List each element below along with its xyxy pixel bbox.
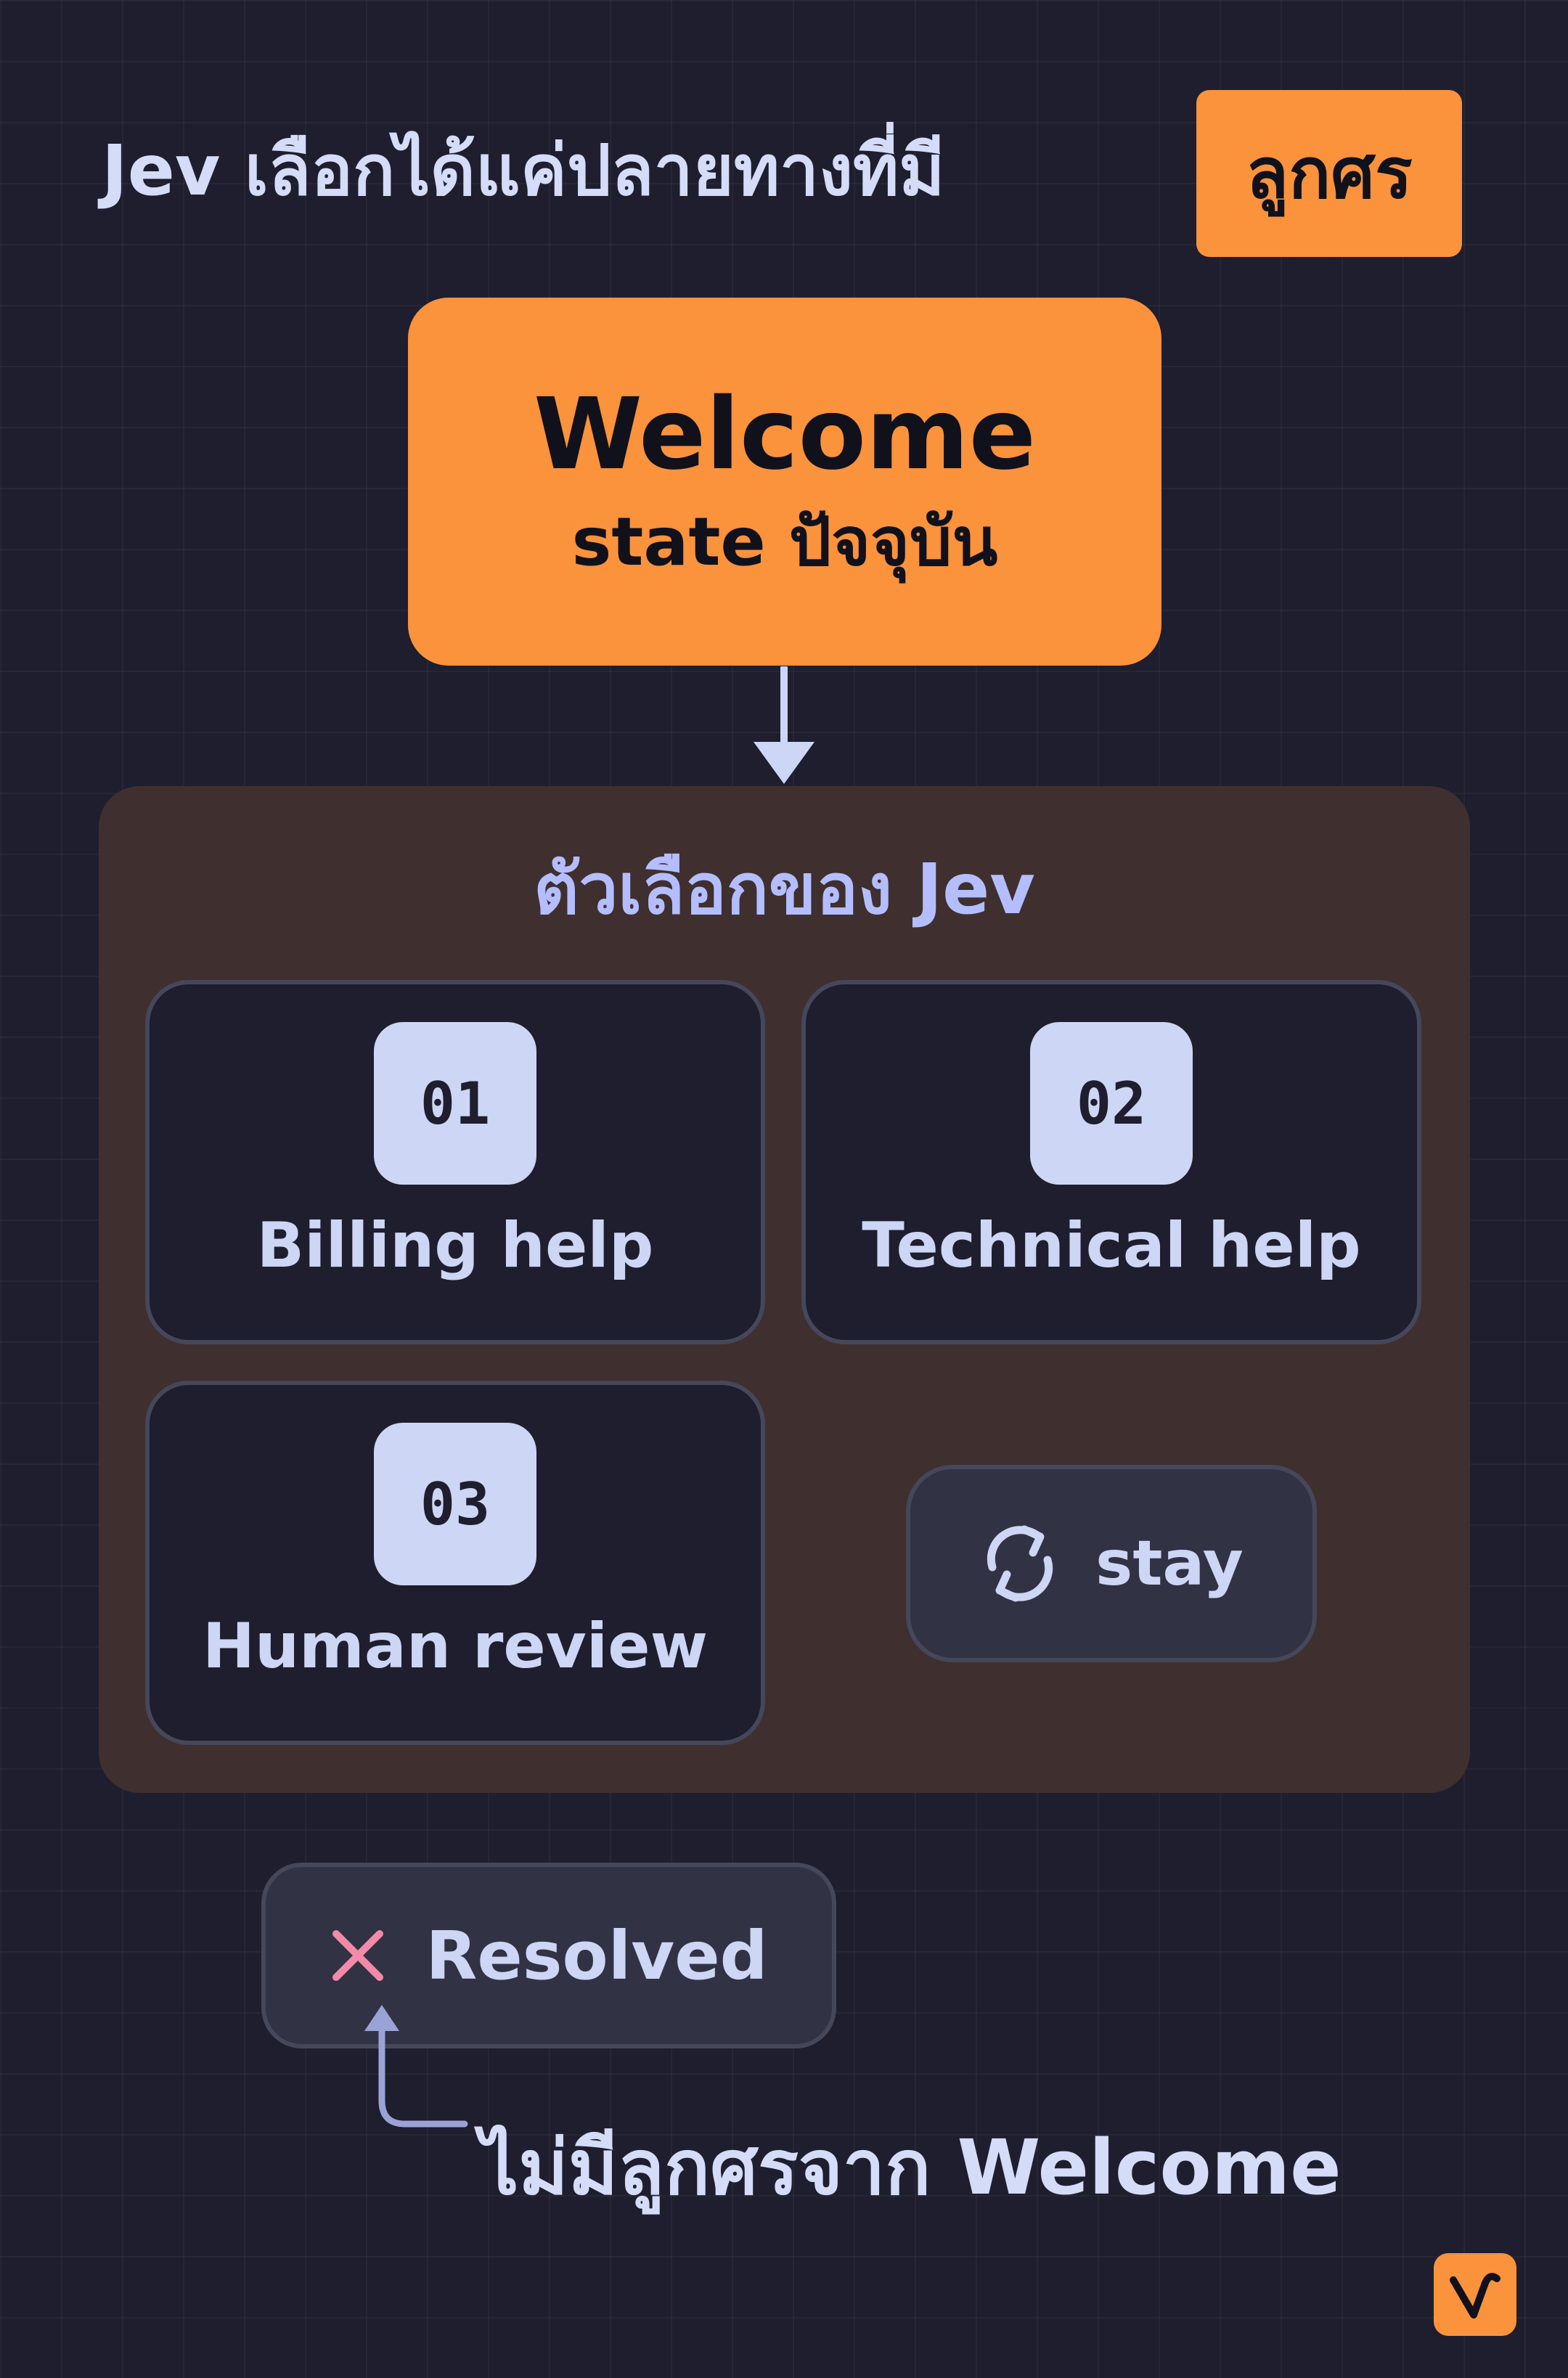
option-label: Technical help <box>862 1209 1361 1282</box>
option-number-badge: 01 <box>374 1022 536 1185</box>
state-caption: state ปัจจุบัน <box>571 502 998 581</box>
option-card-technical[interactable]: 02 Technical help <box>801 980 1421 1344</box>
down-arrow-icon <box>754 666 814 784</box>
close-icon <box>332 1930 383 1981</box>
title-highlight: ลูกศร <box>1196 90 1462 257</box>
logo-icon <box>1434 2253 1516 2336</box>
options-heading: ตัวเลือกของ Jev <box>534 849 1035 930</box>
option-label: Billing help <box>256 1209 654 1282</box>
page-title: Jev เลือกได้แค่ปลายทางที่มี <box>102 130 945 211</box>
stay-label: stay <box>1095 1527 1244 1600</box>
option-card-human-review[interactable]: 03 Human review <box>145 1381 765 1745</box>
resolved-note: ไม่มีลูกศรจาก Welcome <box>481 2122 1342 2212</box>
option-card-billing[interactable]: 01 Billing help <box>145 980 765 1344</box>
option-label: Human review <box>202 1610 709 1683</box>
current-state-node: Welcome state ปัจจุบัน <box>408 298 1161 666</box>
state-name: Welcome <box>533 377 1037 492</box>
option-number-badge: 02 <box>1030 1022 1193 1185</box>
up-arrow-icon <box>364 2005 468 2128</box>
stay-option[interactable]: stay <box>906 1465 1317 1662</box>
option-number-badge: 03 <box>374 1423 536 1585</box>
resolved-label: Resolved <box>425 1916 768 1995</box>
resolved-state: Resolved <box>261 1863 836 2048</box>
logo-mark <box>1450 2273 1500 2318</box>
refresh-icon <box>987 1525 1053 1602</box>
